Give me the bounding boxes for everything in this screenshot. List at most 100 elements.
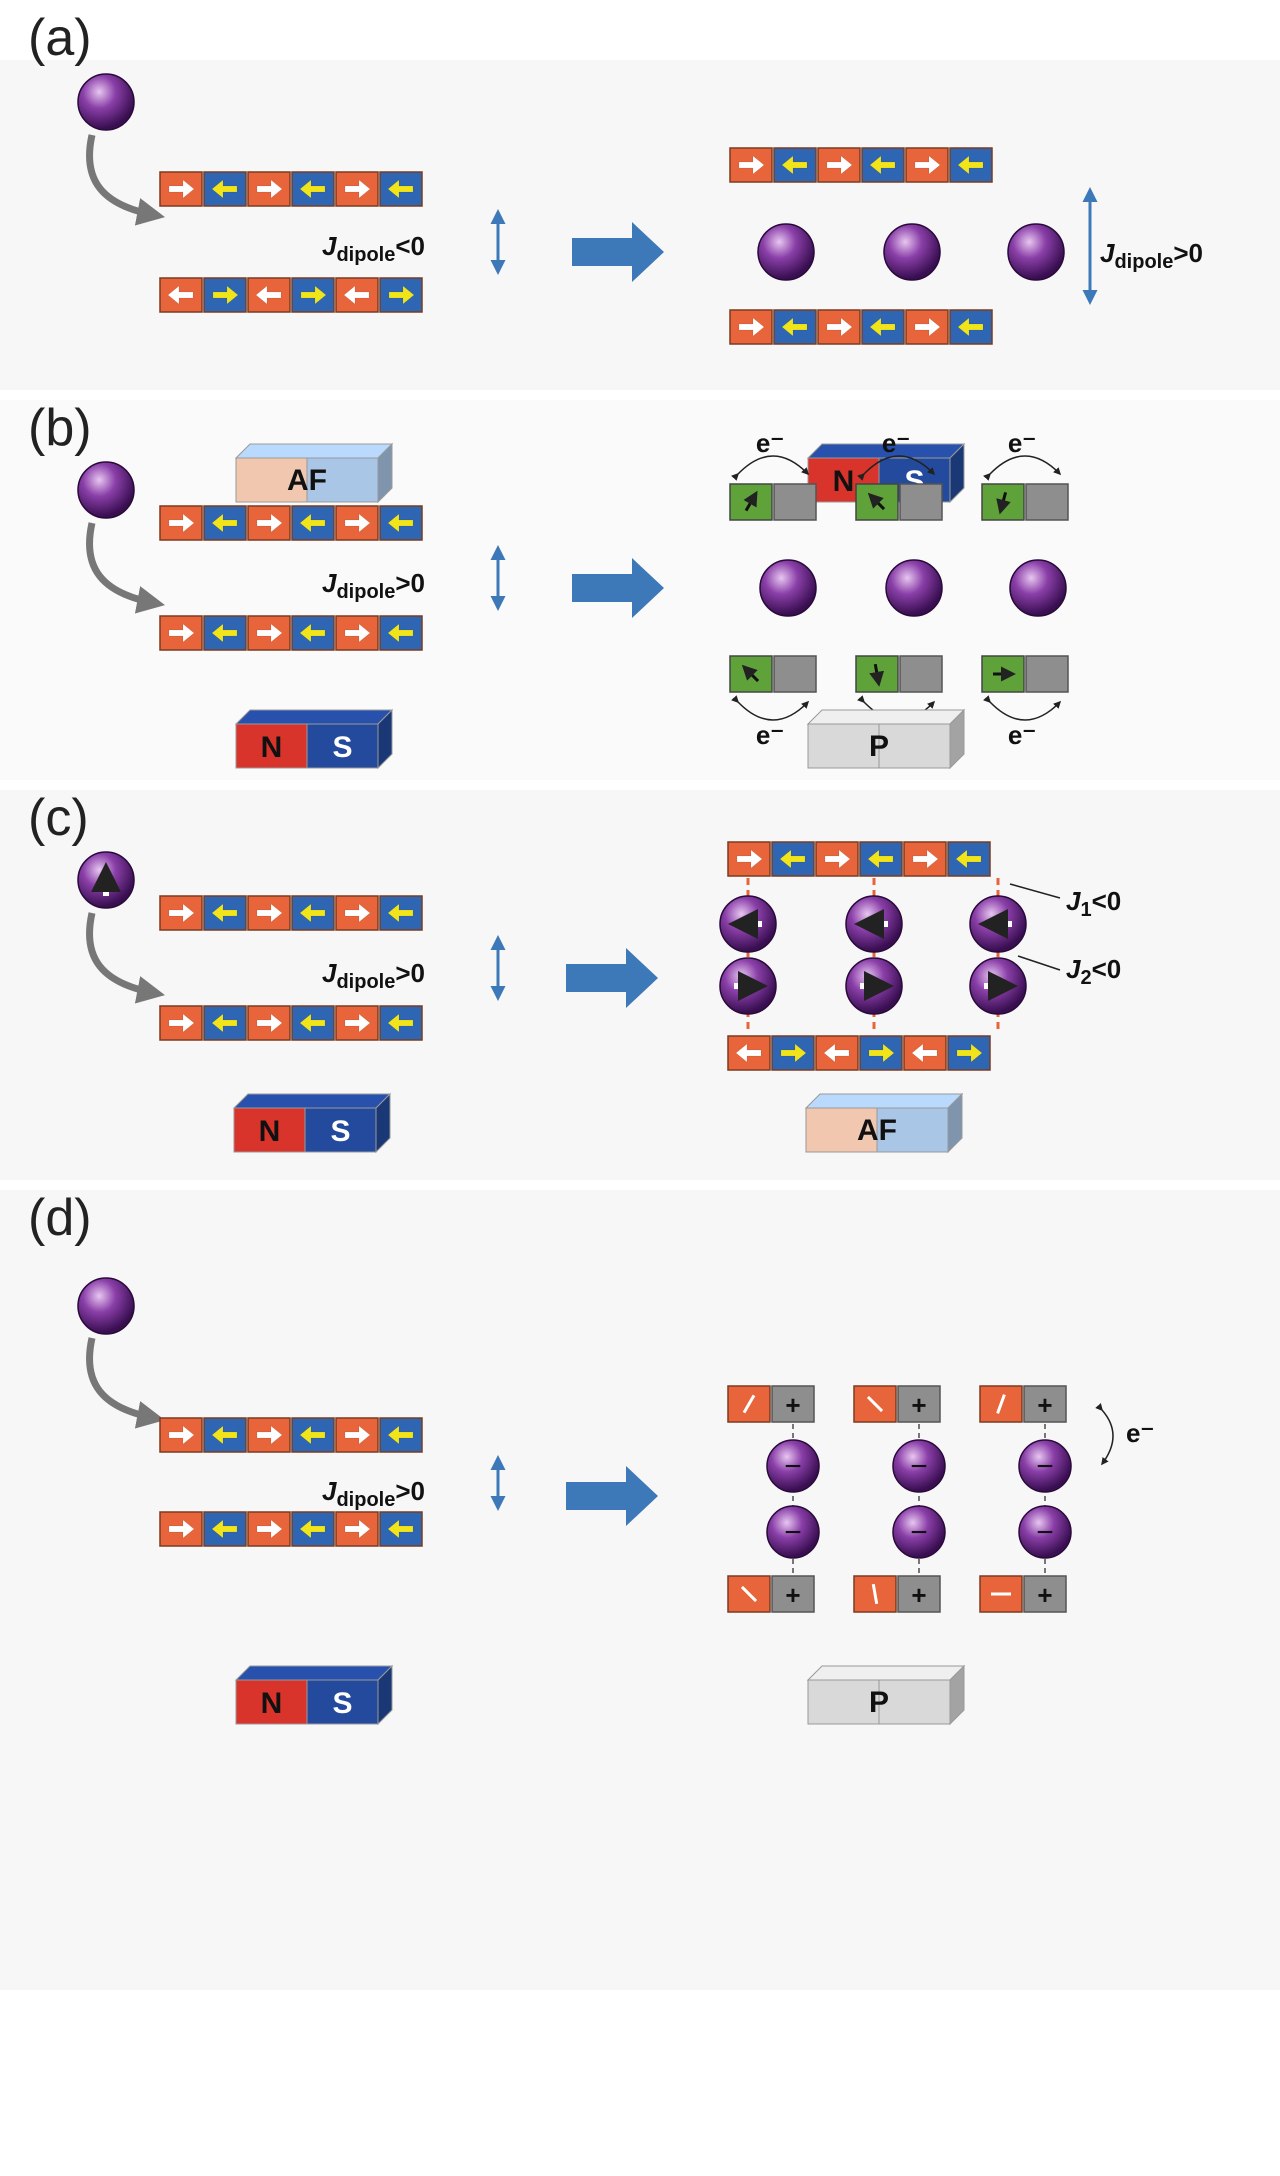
panel-d-top-hole-1 xyxy=(897,1385,941,1423)
panel-d-bottom-spin-1 xyxy=(871,1583,879,1605)
panel-b-top-vacancy-2 xyxy=(1025,483,1069,521)
panel-d-bottom-spin-0 xyxy=(740,1585,758,1603)
panel-c-left-top-row-arrow-0 xyxy=(168,903,195,923)
panel-d-lower-anion-1 xyxy=(892,1505,946,1559)
panel-b-transform-arrow xyxy=(572,558,664,618)
panel-a-left-top-row-arrow-0 xyxy=(168,179,195,199)
panel-d-left-top-row-arrow-0 xyxy=(168,1425,195,1445)
panel-d-left-bottom-row-arrow-1 xyxy=(211,1519,238,1539)
panel-c-right-magnet: AF xyxy=(804,1092,964,1154)
panel-b-top-hop-1 xyxy=(857,455,936,481)
panel-b-left-bottom-row-arrow-2 xyxy=(256,623,283,643)
panel-d-left-bottom-row-cell-0 xyxy=(159,1511,203,1547)
panel-c-right-top-row-arrow-5 xyxy=(955,849,982,869)
panel-d-top-plus-0: + xyxy=(785,1390,800,1420)
panel-d-left-coupling: Jdipole>0 xyxy=(322,1476,425,1511)
magnet-south-label: S xyxy=(332,731,352,764)
panel-d-bottom-plus-0: + xyxy=(785,1580,800,1610)
panel-d-lower-minus-1: − xyxy=(910,1516,928,1549)
panel-d-left-bottom-row-arrow-2 xyxy=(256,1519,283,1539)
panel-b-top-vacancy-1 xyxy=(899,483,943,521)
panel-b-top-spin-2 xyxy=(996,491,1011,515)
panel-b-left-bottom-row-arrow-3 xyxy=(299,623,326,643)
panel-a-right-bottom-row-arrow-4 xyxy=(914,317,941,337)
panel-b-left-bottom-row-arrow-5 xyxy=(387,623,414,643)
panel-b-bottom-vacancy-2 xyxy=(1025,655,1069,693)
panel-c-left-bottom-row-arrow-1 xyxy=(211,1013,238,1033)
panel-d-bottom-plus-1: + xyxy=(911,1580,926,1610)
panel-a-left-top-row-arrow-1 xyxy=(211,179,238,199)
panel-c-right-top-row-arrow-3 xyxy=(867,849,894,869)
panel-d-upper-minus-0: − xyxy=(784,1450,802,1483)
panel-a-left-top-row-arrow-4 xyxy=(344,179,371,199)
panel-c-right-top-row-arrow-1 xyxy=(779,849,806,869)
panel-b-left-top-row-arrow-1 xyxy=(211,513,238,533)
panel-b-ion-3 xyxy=(1009,559,1067,617)
panel-a-right-top-row-arrow-4 xyxy=(914,155,941,175)
panel-b-left-top-row-arrow-4 xyxy=(344,513,371,533)
magnet-north-label: N xyxy=(261,731,283,764)
panel-d-left-bottom-row-arrow-0 xyxy=(168,1519,195,1539)
panel-a-right-top-row-cell-5 xyxy=(949,147,993,183)
panel-b-bottom-hop-0 xyxy=(731,695,810,721)
panel-a-left-magnet: AF xyxy=(234,442,394,504)
panel-a-right-top-row-arrow-1 xyxy=(781,155,808,175)
panel-d-hop-arrow xyxy=(1095,1403,1114,1466)
panel-d-left-top-row-arrow-5 xyxy=(387,1425,414,1445)
panel-c-transform-arrow xyxy=(566,948,658,1008)
panel-b-left-top-row-arrow-3 xyxy=(299,513,326,533)
magnet-label: AF xyxy=(857,1114,897,1147)
panel-a-right-top-row-arrow-5 xyxy=(957,155,984,175)
panel-b-bottom-vacancy-0 xyxy=(773,655,817,693)
panel-c-right-bottom-row-arrow-5 xyxy=(956,1043,983,1063)
panel-d-bottom-hole-0 xyxy=(771,1575,815,1613)
magnet-label: P xyxy=(869,1686,889,1719)
panel-c-right-bottom-row-arrow-4 xyxy=(911,1043,938,1063)
panel-c-left-top-row-arrow-1 xyxy=(211,903,238,923)
panel-b-top-hop-0 xyxy=(731,455,810,481)
panel-b-left-top-row-cell-3 xyxy=(291,505,335,541)
panel-a-right-top-row-arrow-0 xyxy=(738,155,765,175)
panel-d-top-spin-0 xyxy=(742,1394,756,1414)
panel-d-lower-anion-0 xyxy=(766,1505,820,1559)
panel-b-left-top-row-arrow-5 xyxy=(387,513,414,533)
panel-c-left-bottom-row-arrow-0 xyxy=(168,1013,195,1033)
panel-d-top-spin-1 xyxy=(866,1395,884,1413)
panel-b-insertion-arrow xyxy=(86,522,165,614)
panel-c-j1-label: J1<0 xyxy=(1066,886,1121,921)
panel-c-left-coupling: Jdipole>0 xyxy=(322,958,425,993)
panel-c-right-bottom-row-arrow-0 xyxy=(735,1043,762,1063)
panel-a-right-bottom-row-arrow-1 xyxy=(781,317,808,337)
panel-c-right-bottom-row-arrow-1 xyxy=(780,1043,807,1063)
panel-d-bottom-hole-2 xyxy=(1023,1575,1067,1613)
panel-b-top-spin-1 xyxy=(867,492,886,511)
panel-d-falling-ion xyxy=(77,1277,135,1335)
panel-b-falling-ion xyxy=(77,461,135,519)
panel-a-background xyxy=(0,60,1280,390)
magnet-south-label: S xyxy=(332,1687,352,1720)
panel-b-top-electron-1: e⁻ xyxy=(882,428,910,458)
panel-d-lower-minus-2: − xyxy=(1036,1516,1054,1549)
panel-a-right-top-row-arrow-2 xyxy=(826,155,853,175)
panel-d-upper-anion-2 xyxy=(1018,1439,1072,1493)
panel-c-left-top-row-arrow-4 xyxy=(344,903,371,923)
panel-a-ion-2 xyxy=(883,223,941,281)
panel-b-bottom-electron-2: e⁻ xyxy=(1008,720,1036,750)
panel-d-top-hole-0 xyxy=(771,1385,815,1423)
panel-c-right-top-row-arrow-4 xyxy=(912,849,939,869)
panel-a-left-bottom-row-arrow-2 xyxy=(255,285,282,305)
panel-b-left-bottom-row-arrow-4 xyxy=(344,623,371,643)
panel-c-left-bottom-row-arrow-2 xyxy=(256,1013,283,1033)
panel-b-right-magnet: P xyxy=(806,708,966,770)
panel-b-bottom-spin-1 xyxy=(869,663,885,687)
panel-d-transform-arrow xyxy=(566,1466,658,1526)
panel-b-left-top-row-arrow-0 xyxy=(168,513,195,533)
panel-c-insertion-arrow xyxy=(86,912,165,1004)
panel-a-falling-ion xyxy=(77,73,135,131)
panel-c-right-top-row-arrow-0 xyxy=(736,849,763,869)
panel-a-left-bottom-row-arrow-0 xyxy=(167,285,194,305)
panel-c-left-top-row-cell-5 xyxy=(379,895,423,931)
panel-a-right-bottom-row-arrow-5 xyxy=(957,317,984,337)
magnet-north-label: N xyxy=(261,1687,283,1720)
